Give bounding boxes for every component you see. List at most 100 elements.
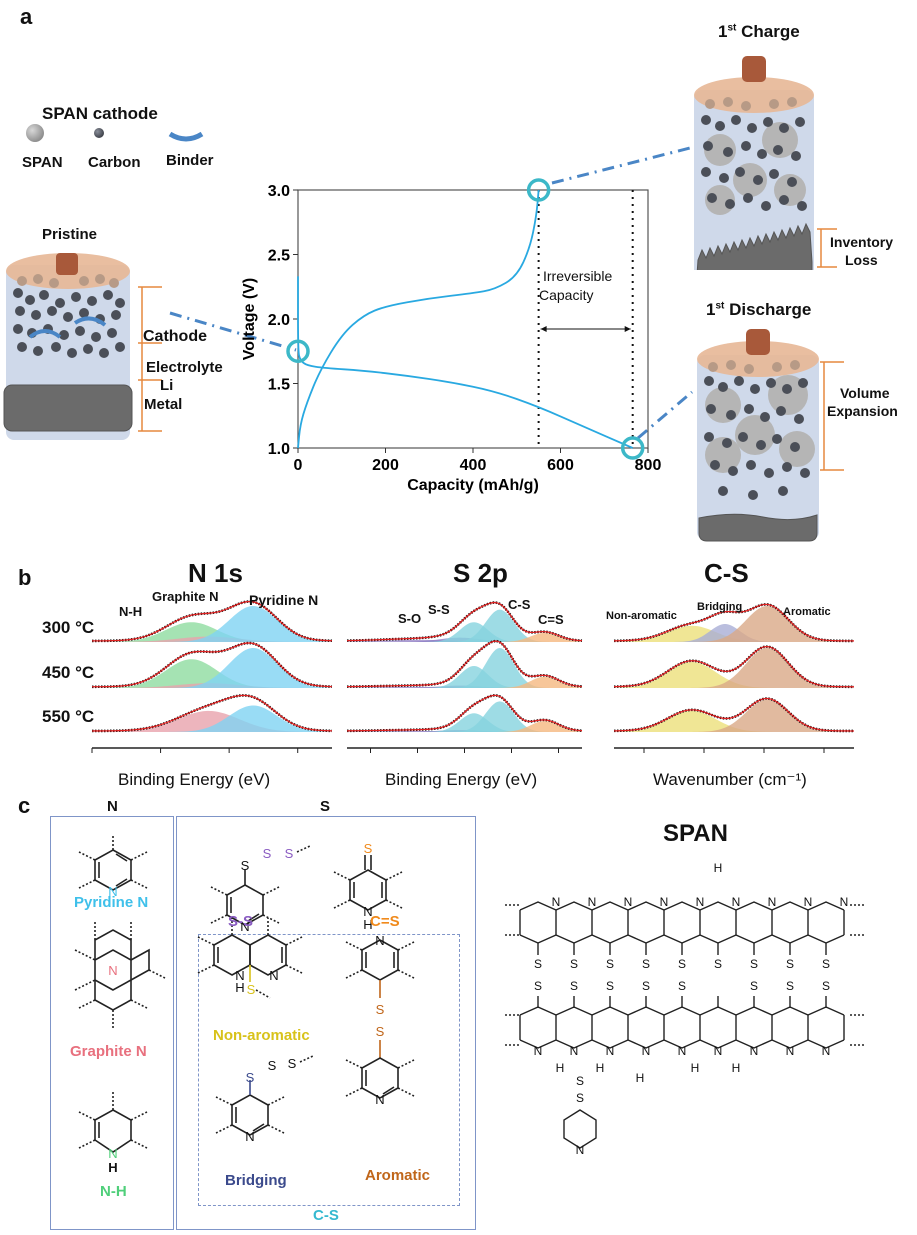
inventory-label-2: Loss: [845, 252, 878, 268]
ring-edge: [699, 901, 737, 911]
cs-xlabel: Wavenumber (cm⁻¹): [653, 770, 807, 789]
spectrum-row: [346, 639, 583, 688]
nh-n-atom: N: [108, 1146, 117, 1161]
series-discharge: [297, 276, 634, 449]
state-marker-circle: [620, 436, 645, 460]
span-s-atom: S: [714, 957, 722, 971]
spectrum-row: [613, 645, 855, 689]
ring-edge: [627, 901, 665, 911]
arom-s1-atom: S: [376, 1002, 385, 1017]
ring-edge: [771, 901, 809, 911]
label-c=s: C=S: [370, 913, 400, 930]
nonaromatic-structure: [197, 918, 303, 999]
x-axis-label: Capacity (mAh/g): [407, 477, 539, 494]
fit-envelope: [613, 603, 855, 642]
ring-edge: [519, 934, 557, 944]
cs-double-structure: [333, 855, 403, 911]
cs-annot-aromatic: Aromatic: [783, 606, 831, 618]
n1s-xlabel: Binding Energy (eV): [118, 770, 271, 789]
cs-species-box: [198, 934, 460, 1206]
inventory-label-1: Inventory: [830, 234, 894, 250]
span-n-atom: N: [732, 895, 741, 909]
ring-edge: [519, 901, 557, 911]
span-s-atom: S: [750, 957, 758, 971]
n1s-title: N 1s: [188, 558, 243, 588]
span-s-atom: S: [642, 957, 650, 971]
ring-edge: [735, 901, 773, 911]
label-pyridine-n: Pyridine N: [74, 894, 149, 911]
volume-label-2: Expansion: [827, 403, 898, 419]
bridging-structure: [215, 1055, 314, 1136]
span-s-atom: S: [642, 979, 650, 993]
pendant-pyridine: [563, 1109, 597, 1149]
ss-structure: [210, 845, 311, 926]
layer-label-cathode: Cathode: [143, 328, 207, 345]
component-aromatic: [614, 699, 854, 732]
component-c-s: [347, 721, 582, 732]
label-bridging: Bridging: [225, 1172, 287, 1189]
span-s-atom: S: [678, 957, 686, 971]
span-sphere-icon: [26, 124, 44, 142]
pristine-title: Pristine: [42, 226, 98, 243]
y-tick-label: 1.0: [268, 441, 290, 458]
span-n-atom: N: [678, 1044, 687, 1058]
row-label-450: 450 °C: [42, 663, 95, 682]
component-aromatic: [614, 648, 854, 688]
span-n-atom: N: [570, 1044, 579, 1058]
ring-edge: [807, 934, 845, 944]
span-n-atom: N: [552, 895, 561, 909]
cs-annot-bridging: Bridging: [697, 601, 743, 613]
discharge-title-num: 1: [706, 300, 716, 319]
label-cs: C-S: [313, 1207, 339, 1224]
bridging-s3-atom: S: [288, 1056, 297, 1071]
component-pyridine-n: [92, 606, 332, 642]
component-s-o: [347, 639, 582, 642]
component-c-s-2p1-2-: [347, 666, 582, 688]
panel-b-label: b: [18, 565, 32, 590]
nonarom-n1-atom: N: [235, 968, 244, 983]
span-n-atom: N: [714, 1044, 723, 1058]
ring-edge: [519, 1039, 557, 1049]
nonarom-s-atom: S: [247, 982, 256, 997]
label-aromatic: Aromatic: [365, 1167, 431, 1184]
n1s-annot-graphite: Graphite N: [152, 589, 219, 604]
span-n-atom: N: [822, 1044, 831, 1058]
arom-s2-atom: S: [376, 1024, 385, 1039]
pyridine-structure: [78, 834, 148, 891]
ring-edge: [663, 934, 701, 944]
span-s-atom: S: [576, 1074, 584, 1088]
span-n-atom: N: [768, 895, 777, 909]
ring-edge: [663, 901, 701, 911]
c=s-n-atom: N: [363, 904, 372, 919]
ring-edge: [771, 1006, 809, 1016]
component-pyridine-n: [92, 648, 332, 688]
component-non-aromatic: [614, 710, 854, 732]
component-n-h: [92, 659, 332, 688]
chemical-structures: N N N H S S S N S N H N H N S S S S N N …: [74, 834, 865, 1175]
s-species-box: [176, 816, 476, 1230]
span-h-atom: H: [691, 1061, 700, 1075]
ring-edge: [663, 1006, 701, 1016]
binder-arc-icon: [168, 131, 204, 142]
cs-title: C-S: [704, 558, 749, 588]
span-n-atom: N: [624, 895, 633, 909]
span-n-atom: N: [750, 1044, 759, 1058]
fit-envelope: [613, 645, 855, 688]
ring-edge: [771, 934, 809, 944]
component-c-s: [347, 633, 582, 642]
fit-envelope: [613, 697, 855, 732]
x-tick-label: 800: [635, 457, 662, 474]
span-h-atom: H: [714, 861, 723, 875]
span-s-atom: S: [822, 957, 830, 971]
ring-edge: [627, 1039, 665, 1049]
span-s-atom: S: [606, 957, 614, 971]
aromatic-structure: [345, 939, 415, 1099]
span-n-atom: N: [588, 895, 597, 909]
legend-title: SPAN cathode: [42, 104, 158, 123]
discharge-title-sup: st: [715, 300, 725, 312]
ss-s1-atom: S: [241, 858, 250, 873]
span-s-atom: S: [822, 979, 830, 993]
spectrum-row: [91, 694, 333, 733]
x-tick-label: 600: [547, 457, 574, 474]
span-s-atom: S: [570, 957, 578, 971]
